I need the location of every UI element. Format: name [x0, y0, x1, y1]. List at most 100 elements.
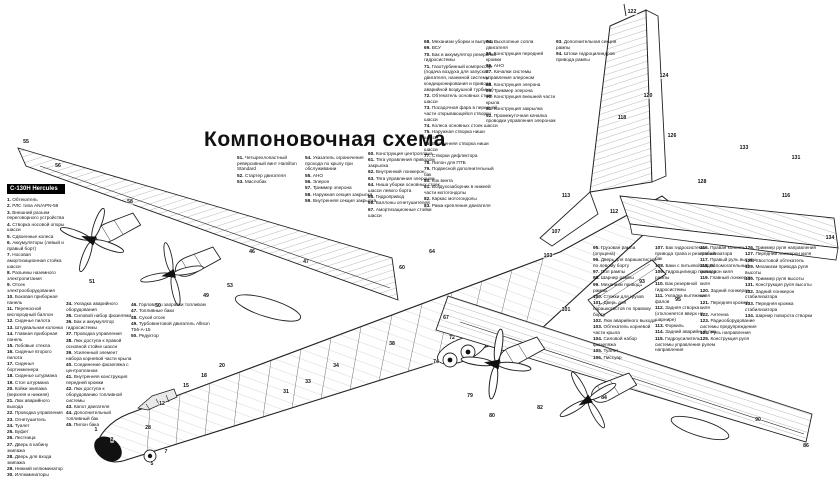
legend-item: 115. Гидроусилитель системы управления р… [655, 335, 716, 353]
callout-number: 67 [442, 315, 450, 321]
callout-number: 56 [54, 163, 62, 169]
legend-item: 97. Пол рампы [593, 269, 626, 275]
legend-item: 120. Задний лонжерон киля [700, 287, 750, 299]
legend-item: 43. Капот двигателя [66, 403, 110, 409]
legend-item: 17. Сиденья бортинженера [7, 361, 39, 373]
legend-item: 21. Люк аварийного выхода [7, 398, 50, 409]
legend-item: 77. Створки дефлектора [424, 153, 478, 159]
port-external-tank [234, 294, 302, 322]
legend-item: 96. Дверь для парашютистов по левому бор… [593, 257, 657, 268]
legend-item: 64. Ниша уборки основных стоек шасси лев… [368, 182, 440, 193]
legend-item: 14. Главная приборная панель [7, 330, 58, 342]
callout-number: 1 [94, 427, 98, 433]
callout-number: 112 [609, 209, 619, 215]
legend-item: 61. Тяга управления приводом закрылка [368, 157, 435, 169]
legend-item: 83. Рама крепления двигателя [424, 202, 491, 208]
callout-number: 28 [144, 425, 152, 431]
legend-item: 20. Койки экипажа (верхняя и нижняя) [7, 386, 49, 397]
legend-item: 92. Промежуточная качалка проводки управ… [486, 112, 556, 124]
legend-column-5: 54. Указатель ограничения прохода по кры… [305, 155, 379, 204]
callout-number: 74 [432, 359, 440, 365]
legend-item: 112. Задняя створка (отклоняется вверх н… [655, 305, 704, 322]
legend-item: 119. Главный лонжерон киля [700, 275, 752, 287]
legend-item: 74. Колеса основных стоек шасси [424, 122, 498, 128]
legend-item: 85. Конструкция передней кромки [486, 51, 544, 62]
legend-item: 117. Правый руль высоты [700, 257, 757, 263]
legend-item: 134. Шарнир поворота створки [745, 312, 813, 318]
rudder [645, 9, 667, 183]
legend-item: 70. Бак и аккумулятор резервной гидросис… [424, 51, 496, 63]
callout-number: 134 [825, 235, 835, 241]
legend-item: 13. Штурвальная колонка [7, 324, 63, 330]
legend-item: 27. Дверь в кабину экипажа [7, 441, 49, 453]
legend-item: 116. Правая консоль стабилизатора [700, 245, 746, 256]
legend-item: 132. Задний лонжерон стабилизатора [745, 288, 795, 300]
callout-number: 18 [200, 373, 208, 379]
callout-number: 34 [332, 363, 340, 369]
callout-number: 60 [398, 265, 406, 271]
callout-number: 64 [428, 249, 436, 255]
legend-item: 99. Механизм привода рампы [593, 281, 643, 293]
legend-item: 82. Каркас мотогондолы [424, 196, 477, 202]
legend-item: 110. Бак резервной гидросистемы [655, 281, 697, 292]
callout-number: 33 [304, 379, 312, 385]
callout-number: 93 [638, 279, 646, 285]
legend-item: 39. Усиленный элемент набора корневой ча… [66, 349, 132, 361]
callout-number: 101 [561, 307, 571, 313]
legend-item: 30. Иллюминаторы [7, 472, 49, 477]
legend-item: 55. АНО [305, 172, 323, 178]
legend-item: 63. Тяга управления элероном [368, 175, 435, 181]
legend-item: 52. Стартер двигателя [237, 172, 286, 178]
legend-item: 65. Гидропривод [368, 194, 405, 200]
model-badge: С-130Н Hercules [7, 184, 65, 194]
legend-item: 29. Нижний иллюминатор [7, 465, 63, 471]
legend-item: 128. Хвостовой обтекатель [745, 257, 804, 263]
legend-item: 87. Качалки системы управления элероном [486, 69, 535, 81]
legend-item: 45. Пилон бака [66, 422, 100, 428]
nose-radome [94, 436, 122, 462]
legend-item: 58. Наружная секция закрылка [305, 191, 373, 197]
callout-number: 7 [164, 449, 168, 455]
legend-item: 122. Антенна [700, 311, 729, 317]
callout-number: 72 [448, 335, 456, 341]
callout-number: 90 [754, 417, 762, 423]
legend-item: 93. Дополнительная секция рампы [556, 39, 617, 50]
legend-item: 126. Триммер руля направления [745, 245, 817, 250]
legend-item: 1. Обтекатель [7, 197, 38, 202]
legend-item: 36. Бак и аккумулятор гидросистемы [66, 319, 114, 331]
legend-item: 86. АНО [486, 63, 504, 69]
legend-item: 44. Дополнительный топливный бак [66, 410, 111, 421]
legend-item: 5. Сдвоенные колеса [7, 233, 54, 239]
legend-item: 40. Соединение фюзеляжа с центропланом [66, 361, 129, 373]
callout-number: 80 [488, 413, 496, 419]
callout-number: 122 [627, 9, 637, 15]
callout-number: 12 [158, 401, 166, 407]
legend-item: 94. Штоки гидроцилиндров привода рампы [556, 51, 615, 62]
legend-item: 54. Указатель ограничения прохода по кры… [305, 155, 364, 172]
legend-item: 4. Створка носовой опоры шасси [7, 221, 65, 233]
callout-number: 31 [282, 389, 290, 395]
callout-number: 58 [126, 199, 134, 205]
callout-number: 86 [802, 443, 810, 449]
legend-item: 59. Внутренняя секция закрылка [305, 198, 377, 204]
legend-item: 75. Наружная створка ниши шасси [424, 129, 485, 140]
legend-item: 19. Стол штурмана [7, 379, 49, 385]
starboard-wing [435, 295, 813, 443]
callout-number: 50 [154, 303, 162, 309]
callout-number: 124 [659, 73, 669, 79]
callout-number: 84 [600, 395, 608, 401]
legend-item: 6. Аккумуляторы (левый и правый борт) [7, 240, 64, 251]
legend-item: 41. Внутренняя конструкция передней кром… [66, 373, 128, 385]
legend-item: 103. Обтекатель корневой части крыла [593, 324, 651, 336]
page-title: Компоновочная схема [204, 128, 446, 151]
legend-item: 38. Люк доступа к правой основной стойке… [66, 337, 122, 349]
legend-item: 8. Разъемы наземного электропитания [7, 269, 56, 281]
legend-item: 106. Писсуар [593, 354, 622, 360]
callout-number: 49 [202, 293, 210, 299]
